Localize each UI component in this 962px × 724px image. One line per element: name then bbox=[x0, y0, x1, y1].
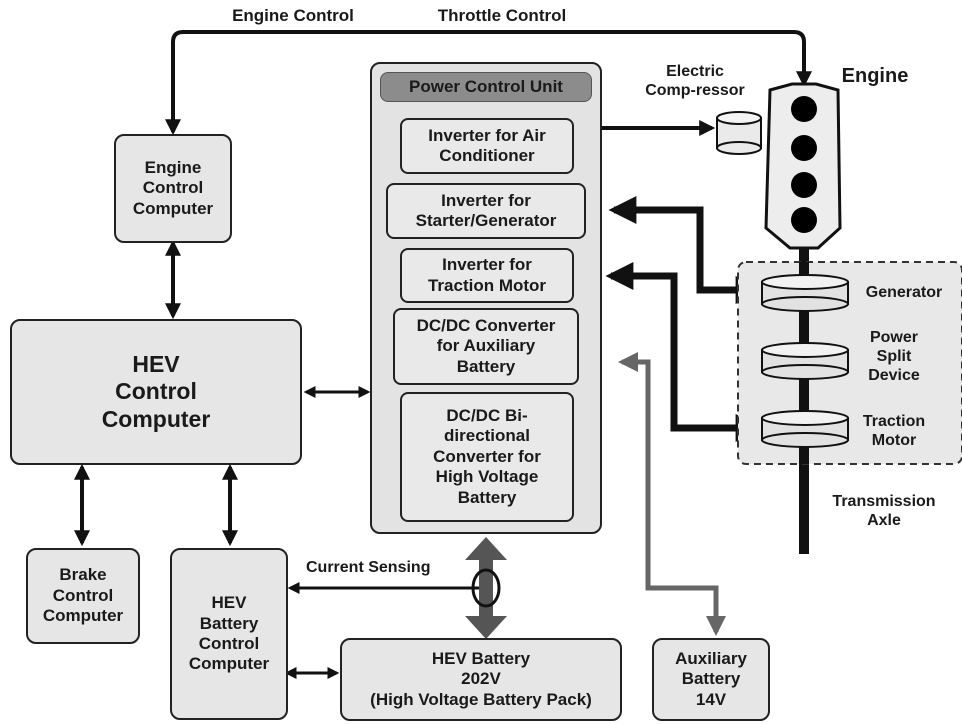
power-split-disc bbox=[761, 342, 849, 380]
aux-battery-line bbox=[618, 352, 726, 636]
engine-block bbox=[764, 82, 842, 250]
engine-control-label: Engine Control bbox=[232, 6, 354, 25]
generator-label: Generator bbox=[865, 284, 943, 301]
generator-disc bbox=[761, 274, 849, 312]
cylinder-3 bbox=[791, 172, 817, 198]
current-sensor-ring bbox=[471, 568, 501, 608]
engine-control-computer: Engine Control Computer bbox=[114, 134, 232, 243]
pcu-title: Power Control Unit bbox=[380, 72, 592, 102]
cylinder-4 bbox=[791, 207, 817, 233]
hev-control-computer: HEV Control Computer bbox=[10, 319, 302, 465]
pcu-inverter-traction-motor: Inverter for Traction Motor bbox=[400, 248, 574, 303]
cylinder-2 bbox=[791, 135, 817, 161]
traction-motor-link bbox=[605, 262, 764, 442]
electric-compressor-label: Electric Comp-ressor bbox=[645, 63, 745, 100]
compressor-icon bbox=[716, 111, 762, 155]
pcu-inverter-starter-generator: Inverter for Starter/Generator bbox=[386, 183, 586, 239]
hev-battery: HEV Battery 202V (High Voltage Battery P… bbox=[340, 638, 622, 721]
cylinder-1 bbox=[791, 96, 817, 122]
hev-battery-control-computer: HEV Battery Control Computer bbox=[170, 548, 288, 720]
engine-throttle-line bbox=[165, 30, 812, 136]
throttle-control-label: Throttle Control bbox=[437, 6, 567, 25]
current-sensing-label: Current Sensing bbox=[306, 559, 431, 576]
brake-control-computer: Brake Control Computer bbox=[26, 548, 140, 644]
power-split-device-label: Power Split Device bbox=[868, 329, 920, 385]
pcu-dcdc-bidirectional: DC/DC Bi- directional Converter for High… bbox=[400, 392, 574, 522]
pcu-dcdc-auxiliary: DC/DC Converter for Auxiliary Battery bbox=[393, 308, 579, 385]
traction-motor-label: Traction Motor bbox=[862, 413, 926, 450]
transmission-axle-label: Transmission Axle bbox=[832, 493, 936, 530]
pcu-inverter-air-conditioner: Inverter for Air Conditioner bbox=[400, 118, 574, 174]
traction-motor-disc bbox=[761, 410, 849, 448]
auxiliary-battery: Auxiliary Battery 14V bbox=[652, 638, 770, 721]
engine-label: Engine bbox=[841, 65, 909, 87]
